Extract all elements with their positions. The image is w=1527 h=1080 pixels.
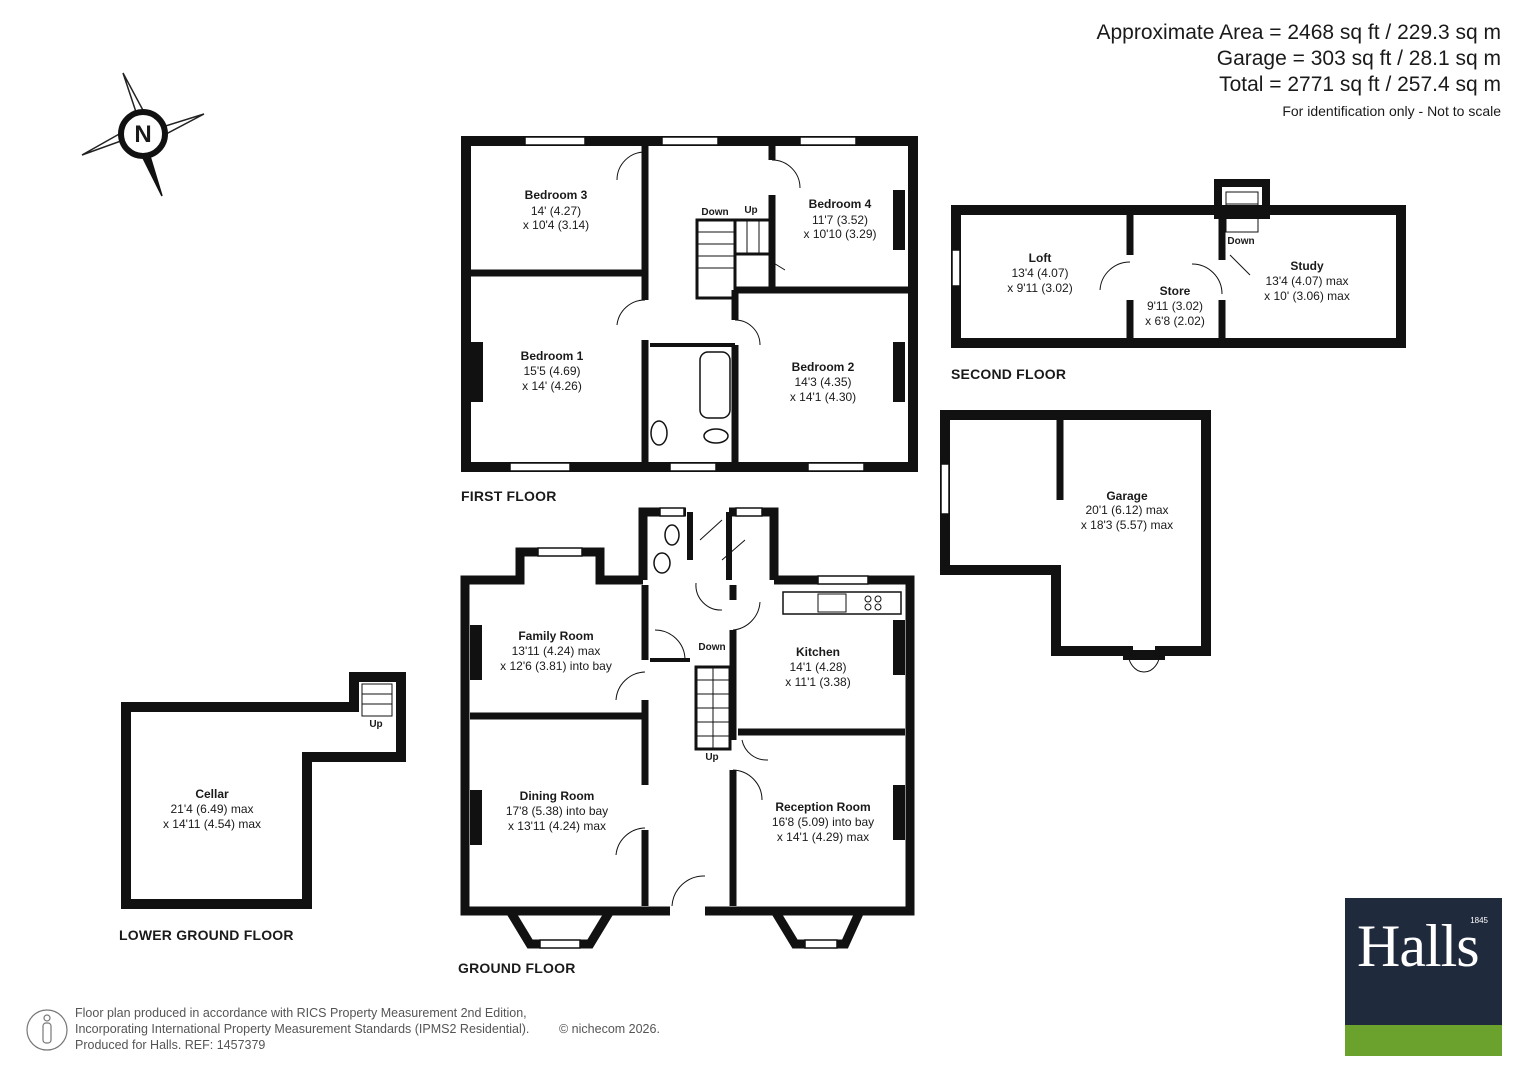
ground-floor-plan [460, 507, 915, 949]
person-icon [26, 1009, 68, 1051]
logo-brand: Halls [1357, 913, 1480, 979]
halls-logo: Halls 1845 [1345, 898, 1502, 1056]
approximate-area: Approximate Area = 2468 sq ft / 229.3 sq… [1096, 21, 1502, 44]
bedroom1-dim1: 15'5 (4.69) [524, 364, 581, 378]
kitchen-dim1: 14'1 (4.28) [790, 660, 847, 674]
study-dim2: x 10' (3.06) max [1264, 289, 1350, 303]
bedroom3-dim1: 14' (4.27) [531, 204, 581, 218]
study-name: Study [1290, 259, 1324, 273]
cellar-dim2: x 14'11 (4.54) max [163, 817, 261, 831]
family-room-dim2: x 12'6 (3.81) into bay [500, 659, 612, 673]
stair-labels: Down Up Down Down Up Up [369, 205, 1254, 763]
bedroom4-name: Bedroom 4 [809, 197, 872, 211]
garage-name: Garage [1106, 489, 1148, 503]
stair-up-ground: Up [705, 752, 718, 763]
store-dim2: x 6'8 (2.02) [1145, 314, 1205, 328]
stair-up-first: Up [744, 205, 757, 216]
bedroom2-dim2: x 14'1 (4.30) [790, 390, 856, 404]
footer-line-1: Floor plan produced in accordance with R… [75, 1006, 527, 1020]
stair-down-second: Down [1227, 236, 1254, 247]
footer-notes: Floor plan produced in accordance with R… [75, 1005, 660, 1053]
store-name: Store [1160, 284, 1191, 298]
study-dim1: 13'4 (4.07) max [1266, 274, 1349, 288]
cellar-name: Cellar [195, 787, 229, 801]
bedroom1-name: Bedroom 1 [521, 349, 584, 363]
dining-room-name: Dining Room [520, 789, 595, 803]
kitchen-name: Kitchen [796, 645, 840, 659]
first-floor-label: FIRST FLOOR [461, 488, 557, 504]
reception-room-dim1: 16'8 (5.09) into bay [772, 815, 874, 829]
lower-ground-floor-plan [121, 672, 406, 909]
reception-room-dim2: x 14'1 (4.29) max [777, 830, 869, 844]
compass-icon: N [81, 72, 205, 197]
bedroom4-dim1: 11'7 (3.52) [812, 213, 868, 227]
second-floor-plan [951, 179, 1406, 348]
lower-ground-floor-label: LOWER GROUND FLOOR [119, 927, 294, 943]
first-floor-chimneys [471, 190, 905, 402]
family-room-name: Family Room [518, 629, 593, 643]
family-room-dim1: 13'11 (4.24) max [512, 644, 601, 658]
bedroom1-dim2: x 14' (4.26) [522, 379, 582, 393]
garage-area: Garage = 303 sq ft / 28.1 sq m [1216, 47, 1501, 70]
bedroom3-dim2: x 10'4 (3.14) [523, 218, 589, 232]
compass-north-letter: N [134, 121, 151, 148]
stair-down-ground: Down [698, 642, 725, 653]
ground-floor-label: GROUND FLOOR [458, 960, 576, 976]
room-labels: Bedroom 3 14' (4.27) x 10'4 (3.14) Bedro… [163, 188, 1350, 844]
footer-line-3: Produced for Halls. REF: 1457379 [75, 1038, 266, 1052]
bedroom3-name: Bedroom 3 [525, 188, 588, 202]
stair-up-cellar: Up [369, 719, 382, 730]
bedroom2-dim1: 14'3 (4.35) [795, 375, 852, 389]
scale-note: For identification only - Not to scale [1282, 103, 1501, 119]
garage-plan [940, 410, 1211, 673]
dining-room-dim1: 17'8 (5.38) into bay [506, 804, 608, 818]
garage-dim2: x 18'3 (5.57) max [1081, 518, 1173, 532]
store-dim1: 9'11 (3.02) [1147, 299, 1203, 313]
dining-room-dim2: x 13'11 (4.24) max [508, 819, 606, 833]
bedroom4-dim2: x 10'10 (3.29) [803, 227, 876, 241]
garage-dim1: 20'1 (6.12) max [1086, 503, 1169, 517]
kitchen-dim2: x 11'1 (3.38) [785, 675, 850, 689]
stair-down-first: Down [701, 207, 728, 218]
ground-floor-chimneys [470, 620, 905, 845]
first-floor-windows [509, 136, 865, 472]
loft-dim2: x 9'11 (3.02) [1007, 281, 1072, 295]
reception-room-name: Reception Room [775, 800, 870, 814]
logo-year: 1845 [1470, 916, 1488, 925]
footer-copyright: © nichecom 2026. [559, 1022, 660, 1036]
area-summary: Approximate Area = 2468 sq ft / 229.3 sq… [1097, 20, 1502, 122]
cellar-dim1: 21'4 (6.49) max [171, 802, 254, 816]
logo-green-stripe [1345, 1025, 1502, 1056]
second-floor-label: SECOND FLOOR [951, 366, 1067, 382]
loft-dim1: 13'4 (4.07) [1012, 266, 1069, 280]
bedroom2-name: Bedroom 2 [792, 360, 855, 374]
ground-floor-windows [537, 507, 869, 949]
loft-name: Loft [1029, 251, 1052, 265]
total-area: Total = 2771 sq ft / 257.4 sq m [1219, 73, 1501, 96]
footer-line-2: Incorporating International Property Mea… [75, 1022, 530, 1036]
